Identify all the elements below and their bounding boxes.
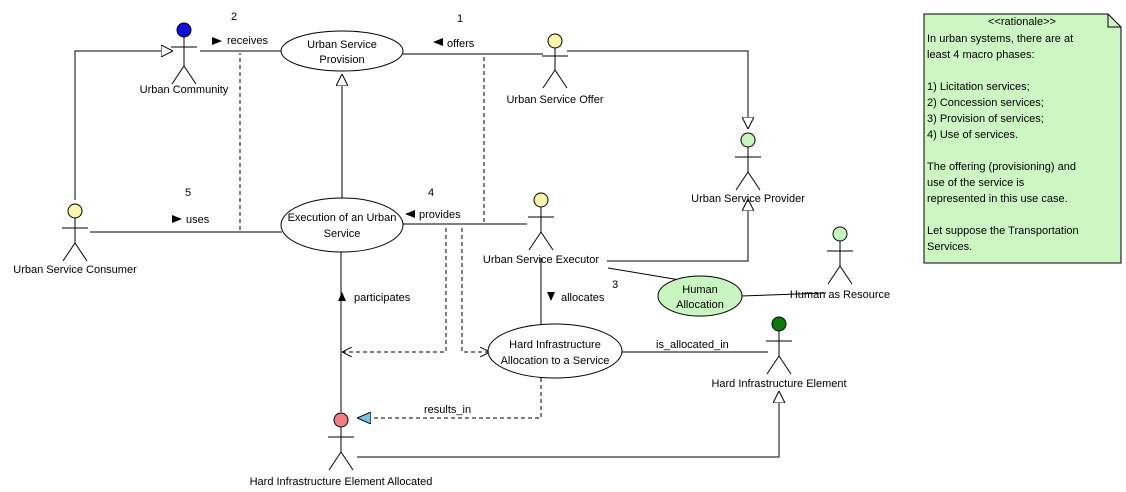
- actor-executor[interactable]: Urban Service Executor: [483, 192, 599, 266]
- generalization-executor-provider: [607, 200, 748, 262]
- actor-community-head: [176, 22, 192, 38]
- note-line: In urban systems, there are at: [927, 33, 1073, 45]
- label-results-in: results_in: [424, 404, 471, 416]
- note-line: Let suppose the Transportation: [927, 225, 1079, 237]
- note-line: 2) Concession services;: [927, 97, 1044, 109]
- usecase-execution-label-1: Execution of an Urban: [288, 212, 397, 224]
- phase-number-4: 4: [428, 187, 434, 199]
- phase-number-1: 1: [457, 13, 463, 25]
- actor-human-label: Human as Resource: [790, 289, 890, 301]
- dependency-results-in: [358, 378, 542, 418]
- label-provides: provides: [419, 209, 461, 221]
- note-body: In urban systems, there are at least 4 ma…: [927, 33, 1079, 253]
- actor-consumer-head: [67, 203, 83, 219]
- note-line: use of the service is: [927, 177, 1025, 189]
- direction-provides-icon: [405, 210, 415, 218]
- actor-human-head: [832, 226, 848, 242]
- association-executor-human-allocation: [607, 267, 681, 281]
- generalization-allocated-element: [357, 392, 779, 458]
- phase-number-2: 2: [231, 11, 237, 23]
- direction-participates-icon: [338, 292, 346, 301]
- phase-number-3: 3: [612, 279, 618, 291]
- usecase-execution[interactable]: Execution of an Urban Service: [280, 197, 404, 253]
- note-line: The offering (provisioning) and: [927, 161, 1076, 173]
- note-line: represented in this use case.: [927, 193, 1068, 205]
- label-receives: receives: [227, 35, 268, 47]
- usecase-hard-alloc-label-2: Allocation to a Service: [501, 355, 610, 367]
- actor-human[interactable]: Human as Resource: [790, 226, 890, 301]
- label-uses: uses: [186, 214, 210, 226]
- actor-consumer[interactable]: Urban Service Consumer: [13, 203, 137, 276]
- label-offers: offers: [447, 38, 475, 50]
- usecase-provision-label-1: Urban Service: [307, 39, 377, 51]
- usecase-execution-label-2: Service: [324, 228, 361, 240]
- dependency-provides-participates: [343, 228, 447, 352]
- note-line: 4) Use of services.: [927, 129, 1018, 141]
- usecase-provision-label-2: Provision: [319, 54, 364, 66]
- actor-executor-label: Urban Service Executor: [483, 254, 599, 266]
- generalization-consumer-community: [74, 51, 172, 200]
- rationale-note[interactable]: <<rationale>> In urban systems, there ar…: [923, 13, 1122, 264]
- usecase-human-alloc[interactable]: Human Allocation: [657, 275, 743, 317]
- phase-number-5: 5: [185, 187, 191, 199]
- actor-offer-label: Urban Service Offer: [506, 94, 603, 106]
- actor-consumer-label: Urban Service Consumer: [13, 264, 137, 276]
- actor-executor-head: [533, 192, 549, 208]
- note-line: least 4 macro phases:: [927, 49, 1035, 61]
- label-is-allocated-in: is_allocated_in: [656, 339, 729, 351]
- usecase-provision[interactable]: Urban Service Provision: [280, 30, 404, 72]
- actor-community[interactable]: Urban Community: [140, 22, 229, 96]
- usecase-hard-alloc[interactable]: Hard Infrastructure Allocation to a Serv…: [487, 323, 623, 379]
- note-line: 1) Licitation services;: [927, 81, 1030, 93]
- label-allocates: allocates: [561, 292, 605, 304]
- actor-provider-label: Urban Service Provider: [691, 193, 805, 205]
- actor-offer-head: [547, 33, 563, 49]
- note-line: 3) Provision of services;: [927, 113, 1044, 125]
- direction-offers-icon: [433, 38, 443, 46]
- dependency-provides-hard-alloc: [461, 228, 489, 352]
- actor-hard-allocated-label: Hard Infrastructure Element Allocated: [250, 476, 433, 488]
- actor-hard-allocated[interactable]: Hard Infrastructure Element Allocated: [250, 412, 433, 488]
- actor-provider[interactable]: Urban Service Provider: [691, 132, 805, 205]
- actor-hard-allocated-head: [333, 412, 349, 428]
- direction-receives-icon: [212, 37, 222, 45]
- actor-provider-head: [740, 132, 756, 148]
- direction-allocates-icon: [547, 292, 555, 301]
- direction-uses-icon: [172, 215, 182, 223]
- note-line: Services.: [927, 241, 972, 253]
- usecase-human-alloc-label-2: Allocation: [676, 299, 724, 311]
- association-human-allocation-resource: [740, 292, 827, 297]
- label-participates: participates: [354, 292, 411, 304]
- actor-hard-element-label: Hard Infrastructure Element: [711, 378, 846, 390]
- actor-community-label: Urban Community: [140, 84, 229, 96]
- generalization-offer-provider: [567, 50, 748, 128]
- actor-hard-element[interactable]: Hard Infrastructure Element: [711, 316, 847, 390]
- usecase-hard-alloc-label-1: Hard Infrastructure: [509, 339, 601, 351]
- actor-offer[interactable]: Urban Service Offer: [506, 33, 604, 106]
- usecase-human-alloc-label-1: Human: [682, 284, 717, 296]
- actor-hard-element-head: [771, 316, 787, 332]
- note-stereotype: <<rationale>>: [988, 16, 1056, 28]
